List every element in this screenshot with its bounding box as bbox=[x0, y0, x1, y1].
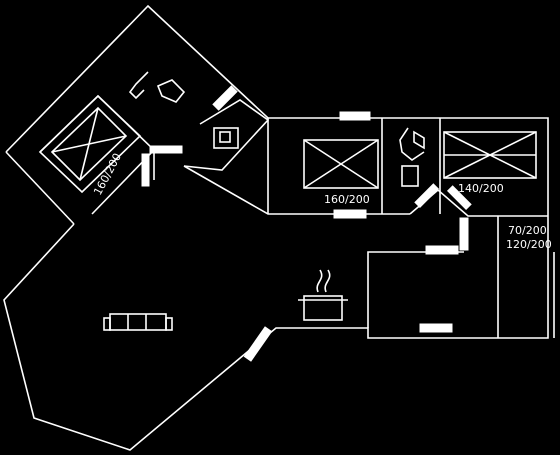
door-bedroom1 bbox=[149, 145, 183, 154]
door-right-room-bottom bbox=[419, 323, 453, 333]
toilet-icon bbox=[128, 71, 186, 103]
bed-label-bedroom-1: 160/200 bbox=[91, 151, 124, 197]
washbasin-icon bbox=[213, 127, 239, 149]
corridor-wall bbox=[183, 165, 410, 215]
door-hall bbox=[425, 245, 459, 255]
door-bedroom2 bbox=[339, 111, 371, 121]
outer-wall-west-room bbox=[3, 4, 549, 451]
door-bedroom1-side bbox=[141, 153, 150, 187]
door-bedroom2-bottom bbox=[333, 209, 367, 219]
bed-label-bedroom-2: 160/200 bbox=[324, 193, 370, 206]
door-terrace bbox=[243, 326, 273, 362]
bed-bedroom-3 bbox=[443, 131, 537, 179]
doors bbox=[141, 85, 472, 362]
door-bath2-right bbox=[446, 185, 472, 211]
shower-icon bbox=[399, 127, 425, 187]
bed-label-bedroom-3: 140/200 bbox=[458, 182, 504, 195]
door-right-room bbox=[459, 217, 469, 251]
cooking-pot-icon bbox=[298, 269, 348, 321]
bed-label-small: 70/200 bbox=[508, 224, 547, 237]
bed-bedroom-1 bbox=[38, 94, 142, 194]
sofa-icon bbox=[103, 313, 173, 331]
door-bath2 bbox=[414, 183, 440, 209]
bed-bedroom-2 bbox=[303, 139, 379, 189]
outer-wall-segment bbox=[5, 151, 75, 225]
door-bath bbox=[212, 85, 238, 111]
right-room-wall bbox=[367, 251, 464, 328]
bed-label-wide: 120/200 bbox=[506, 238, 552, 251]
bath-wall bbox=[183, 99, 270, 171]
